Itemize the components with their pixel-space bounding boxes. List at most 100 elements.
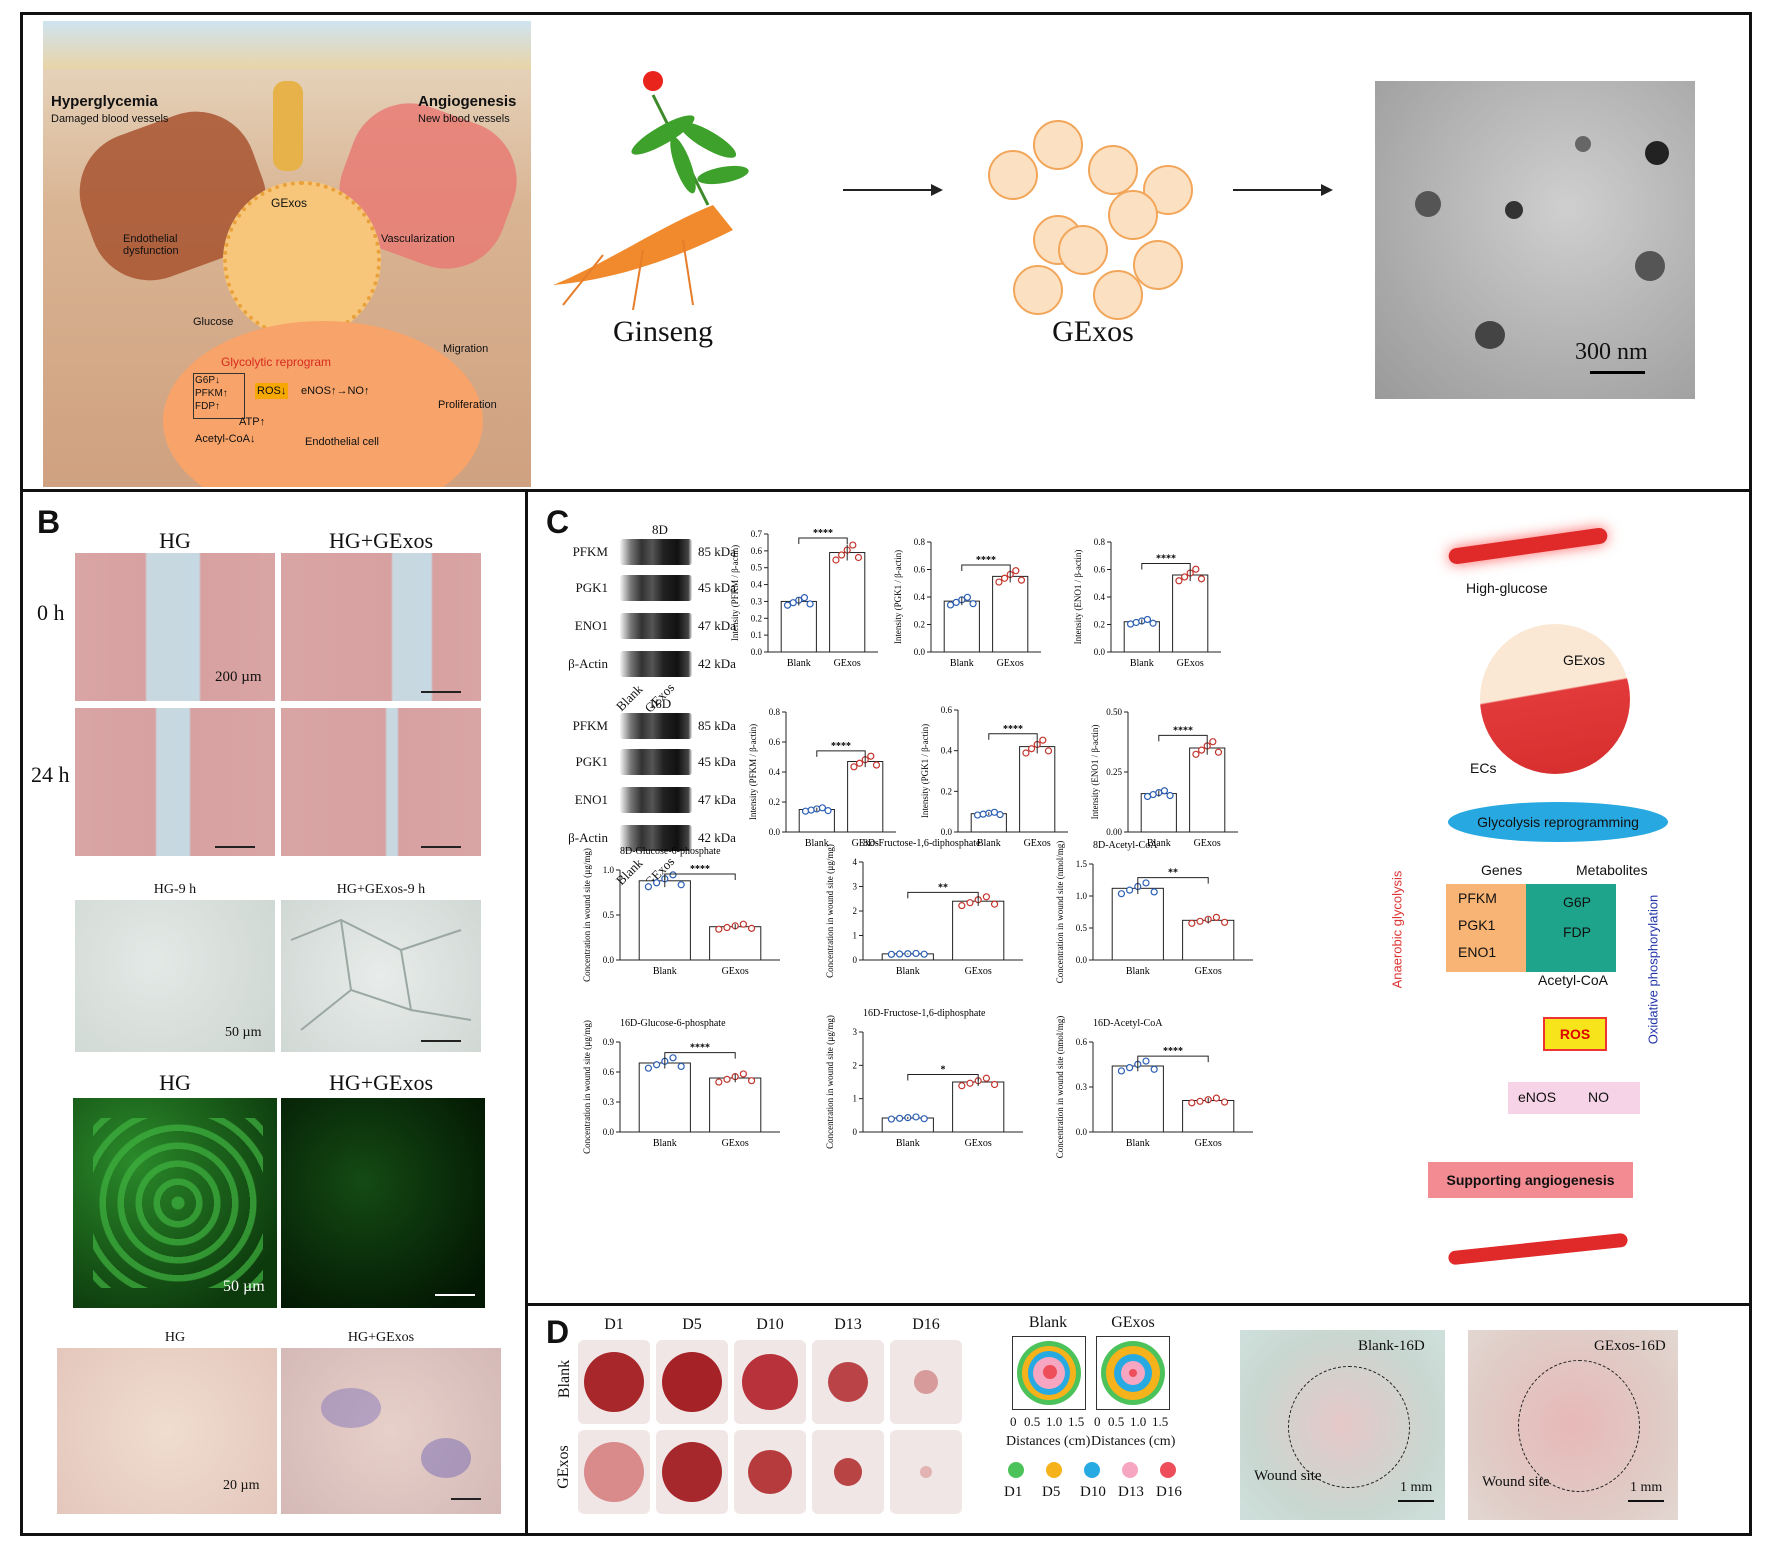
chart-7-point bbox=[958, 902, 966, 910]
chart-0-ytick-label: 0.4 bbox=[751, 580, 763, 590]
chart-2-ytick-label: 0.2 bbox=[1094, 620, 1105, 630]
chart-6-bar-0 bbox=[638, 880, 691, 961]
chart-1-ytick-label: 0.0 bbox=[914, 647, 926, 657]
chart-9-ytick-label: 0.0 bbox=[603, 1127, 615, 1137]
chart-11-point bbox=[1142, 1057, 1150, 1065]
chart-8-point bbox=[1126, 886, 1134, 894]
trace-title-blank: Blank bbox=[1028, 1314, 1068, 1331]
chart-6-ylabel: Concentration in wound site (µg/mg) bbox=[582, 848, 592, 982]
a-fdp: FDP↑ bbox=[195, 401, 220, 412]
chart-8-point bbox=[1150, 888, 1158, 896]
tube-hggexos bbox=[281, 900, 481, 1052]
chart-11-sig: **** bbox=[1163, 1046, 1183, 1057]
chart-8-point bbox=[1142, 879, 1150, 887]
scale50b-label: 50 µm bbox=[223, 1278, 265, 1295]
b-hg9: HG-9 h bbox=[153, 882, 197, 897]
chart-0-ytick-label: 0.2 bbox=[751, 613, 762, 623]
panel-a: A Hyperglycemia Damaged blood vessels An… bbox=[20, 12, 1752, 492]
chart-3-point bbox=[801, 807, 810, 815]
chart-3-sig: **** bbox=[831, 741, 851, 752]
chart-4-point bbox=[979, 810, 987, 818]
panel-c: C 8D PFKM 85 kDa PGK1 45 kDa ENO1 47 kDa… bbox=[525, 489, 1752, 1306]
chart-1-xtick-label: GExos bbox=[997, 658, 1024, 669]
chart-8-point bbox=[1196, 917, 1204, 925]
wound-photo bbox=[734, 1430, 806, 1514]
tem-scalebar bbox=[1590, 371, 1645, 374]
blank-16d-photo: Blank-16D Wound site 1 mm bbox=[1240, 1330, 1445, 1520]
s-pgk1: PGK1 bbox=[1458, 917, 1496, 933]
a-migration: Migration bbox=[443, 343, 489, 355]
chart-7-title: 8D-Fructose-1,6-diphosphate bbox=[863, 838, 981, 849]
chart-11-xtick-label: GExos bbox=[1195, 1138, 1222, 1149]
trace-gexos bbox=[1096, 1336, 1170, 1410]
row-gexos: GExos bbox=[554, 1445, 572, 1489]
chart-5-ytick-label: 0.50 bbox=[1106, 707, 1122, 717]
tube-hg: 50 µm bbox=[75, 900, 275, 1052]
chart-3-point bbox=[867, 752, 875, 760]
a-acetyl: Acetyl-CoA↓ bbox=[195, 433, 256, 445]
wb-8d-row1: PGK1 bbox=[575, 580, 608, 595]
chart-7-ytick-label: 2 bbox=[853, 906, 858, 916]
legend-dot bbox=[1084, 1462, 1100, 1478]
chart-7-bar-1 bbox=[952, 900, 1005, 961]
chart-1-point bbox=[1012, 567, 1020, 575]
legend-label: D5 bbox=[1042, 1484, 1061, 1500]
chart-1-sig: **** bbox=[976, 555, 996, 566]
chart-11-ytick-label: 0.3 bbox=[1076, 1082, 1088, 1092]
chart-10-point bbox=[990, 1080, 999, 1089]
chart-9-point bbox=[715, 1078, 723, 1086]
wound-area bbox=[834, 1458, 862, 1486]
chart-0-ytick-label: 0.0 bbox=[751, 647, 763, 657]
chart-0-xtick-label: GExos bbox=[834, 658, 861, 669]
chart-5-ytick-label: 0.00 bbox=[1106, 827, 1122, 837]
wound-photo bbox=[890, 1430, 962, 1514]
stain-hg: 20 µm bbox=[57, 1348, 277, 1514]
chart-2-ytick-label: 0.6 bbox=[1094, 565, 1106, 575]
chart-4-ytick-label: 0.2 bbox=[941, 786, 952, 796]
wb-8d-row2: ENO1 bbox=[574, 618, 608, 633]
legend-dot bbox=[1160, 1462, 1176, 1478]
chart-5-point bbox=[1197, 746, 1206, 754]
chart-11-point bbox=[1126, 1064, 1134, 1072]
chart-11-bar-0 bbox=[1111, 1065, 1164, 1133]
chart-7-xtick-label: Blank bbox=[896, 966, 920, 977]
chart-0-bar-1 bbox=[829, 552, 866, 653]
chart-6-xtick-label: GExos bbox=[722, 966, 749, 977]
chart-2-point bbox=[1143, 615, 1152, 624]
day-d1: D1 bbox=[604, 1316, 624, 1333]
schematic: High-glucose GExos ECs Glycolysis reprog… bbox=[1358, 512, 1748, 1302]
a-endo-dys: Endothelial dysfunction bbox=[123, 233, 179, 257]
chart-10-sig: * bbox=[941, 1065, 946, 1076]
chart-10-point bbox=[887, 1115, 896, 1123]
chart-1-point bbox=[963, 593, 972, 601]
chart-10-ytick-label: 1 bbox=[853, 1094, 858, 1104]
chart-10-ytick-label: 3 bbox=[853, 1027, 858, 1037]
a-damaged: Damaged blood vessels bbox=[51, 113, 169, 125]
chart-0-sig-bracket bbox=[798, 537, 848, 544]
wound-area bbox=[742, 1354, 798, 1410]
chart-1-ytick-label: 0.6 bbox=[914, 565, 926, 575]
b-hg-head: HG bbox=[159, 528, 191, 553]
wound-area bbox=[584, 1442, 644, 1502]
chart-3-sig-bracket bbox=[816, 750, 866, 757]
scale200-label: 200 µm bbox=[215, 669, 262, 685]
chart-9-ytick-label: 0.6 bbox=[603, 1067, 615, 1077]
chart-4-point bbox=[1022, 749, 1030, 757]
wb-16d-kda1: 45 kDa bbox=[698, 754, 736, 769]
chart-6-sig-bracket bbox=[664, 873, 736, 880]
trace-tick-0b: 0 bbox=[1094, 1414, 1101, 1429]
chart-11-point bbox=[1117, 1067, 1126, 1075]
chart-7-xtick-label: GExos bbox=[965, 966, 992, 977]
chart-4-sig-bracket bbox=[988, 733, 1038, 740]
chart-9-ytick-label: 0.3 bbox=[603, 1097, 615, 1107]
chart-2-ylabel: Intensity (ENO1 / β-actin) bbox=[1073, 550, 1083, 645]
chart-2-point bbox=[1180, 573, 1189, 581]
gexos-label: GExos bbox=[1052, 315, 1134, 348]
a-ros: ROS↓ bbox=[255, 383, 289, 399]
chart-0-ytick-label: 0.1 bbox=[751, 630, 762, 640]
chart-1-point bbox=[946, 601, 955, 609]
wb-16d-day: 16D bbox=[648, 696, 672, 711]
s-support: Supporting angiogenesis bbox=[1428, 1162, 1633, 1198]
chart-2-xtick-label: Blank bbox=[1130, 658, 1154, 669]
